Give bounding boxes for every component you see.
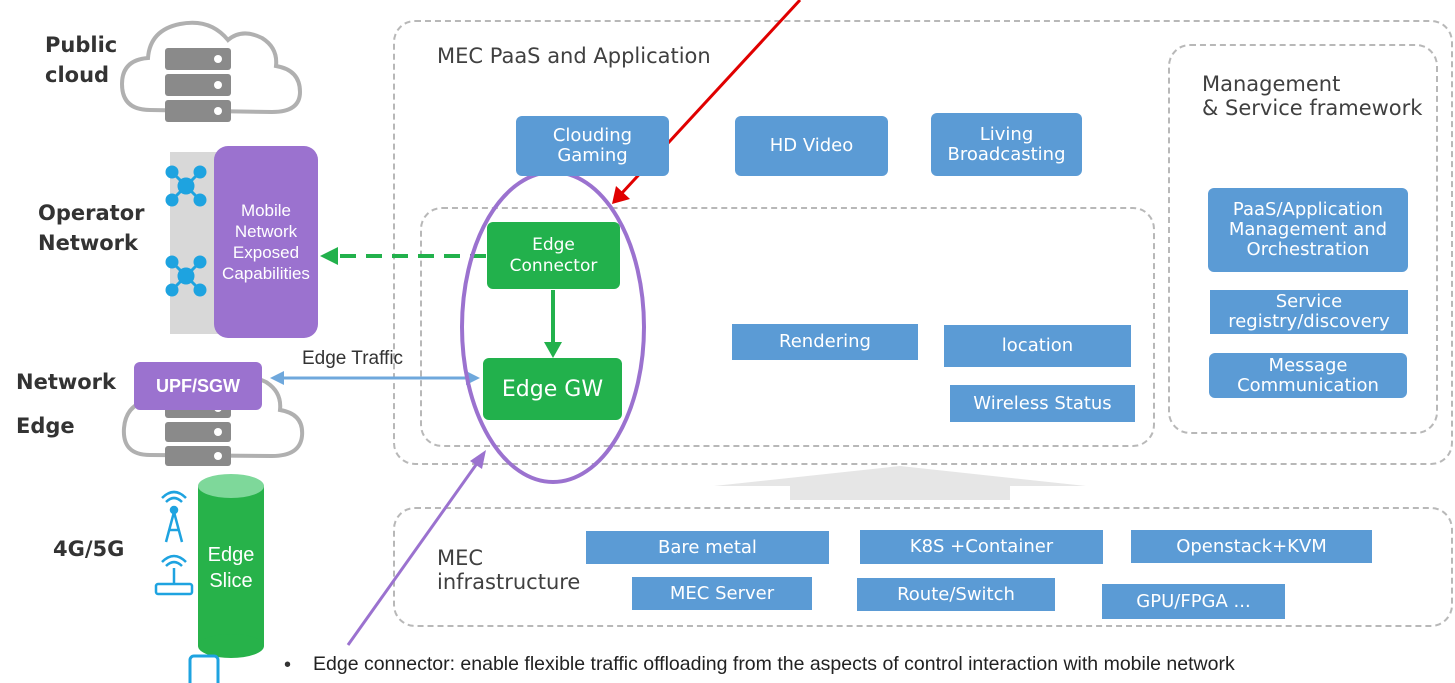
app-hd-video: HD Video	[735, 116, 888, 176]
management-title: Management & Service framework	[1202, 72, 1423, 120]
edge-slice-label: Edge Slice	[207, 544, 255, 592]
infra-route-switch: Route/Switch	[857, 578, 1055, 611]
app-living-broadcasting: Living Broadcasting	[931, 113, 1082, 176]
infra-openstack-kvm: Openstack+KVM	[1131, 530, 1372, 563]
edge-cloud-icon	[121, 362, 305, 466]
network-edge-label: Network Edge	[16, 370, 117, 438]
edge-inner-container	[420, 207, 1155, 447]
edge-gw-box: Edge GW	[483, 358, 622, 420]
network-node-icon	[165, 165, 207, 207]
mgmt-orchestration: PaaS/Application Management and Orchestr…	[1208, 188, 1408, 272]
mgmt-service-registry: Service registry/discovery	[1210, 290, 1408, 334]
radio-label: 4G/5G	[53, 537, 125, 561]
public-cloud-icon	[119, 20, 303, 122]
service-wireless-status: Wireless Status	[950, 385, 1135, 422]
mec-infra-container	[393, 507, 1453, 627]
mec-paas-title: MEC PaaS and Application	[437, 44, 711, 68]
network-node-icon	[165, 255, 207, 297]
service-rendering: Rendering	[732, 324, 918, 360]
phone-icon	[188, 654, 220, 683]
management-container	[1168, 44, 1438, 434]
mec-infra-title: MEC infrastructure	[437, 546, 581, 594]
infra-gpu-fpga: GPU/FPGA ...	[1102, 584, 1285, 619]
mgmt-message-communication: Message Communication	[1209, 353, 1407, 398]
infra-bare-metal: Bare metal	[586, 531, 829, 564]
mec-paas-container	[393, 20, 1453, 465]
infra-mec-server: MEC Server	[632, 577, 812, 610]
footnote-text: Edge connector: enable flexible traffic …	[313, 653, 1235, 675]
app-cloud-gaming: Clouding Gaming	[516, 116, 669, 176]
footnote-bullet: •	[284, 654, 292, 676]
purple-pointer-arrow	[346, 461, 480, 646]
cell-tower-icon	[161, 490, 187, 543]
infra-k8s-container: K8S +Container	[860, 530, 1103, 564]
upf-sgw-box: UPF/SGW	[134, 362, 262, 410]
operator-network-label: Operator Network	[38, 201, 145, 255]
layer-up-arrow	[714, 466, 1086, 500]
mobile-capabilities-box: Mobile Network Exposed Capabilities	[214, 146, 318, 338]
edge-connector-box: Edge Connector	[487, 222, 620, 289]
public-cloud-label: Public cloud	[45, 33, 118, 87]
wifi-router-icon	[154, 554, 194, 596]
edge-slice-cylinder-icon	[198, 474, 264, 658]
edge-traffic-label: Edge Traffic	[302, 348, 404, 369]
service-location: location	[944, 325, 1131, 367]
